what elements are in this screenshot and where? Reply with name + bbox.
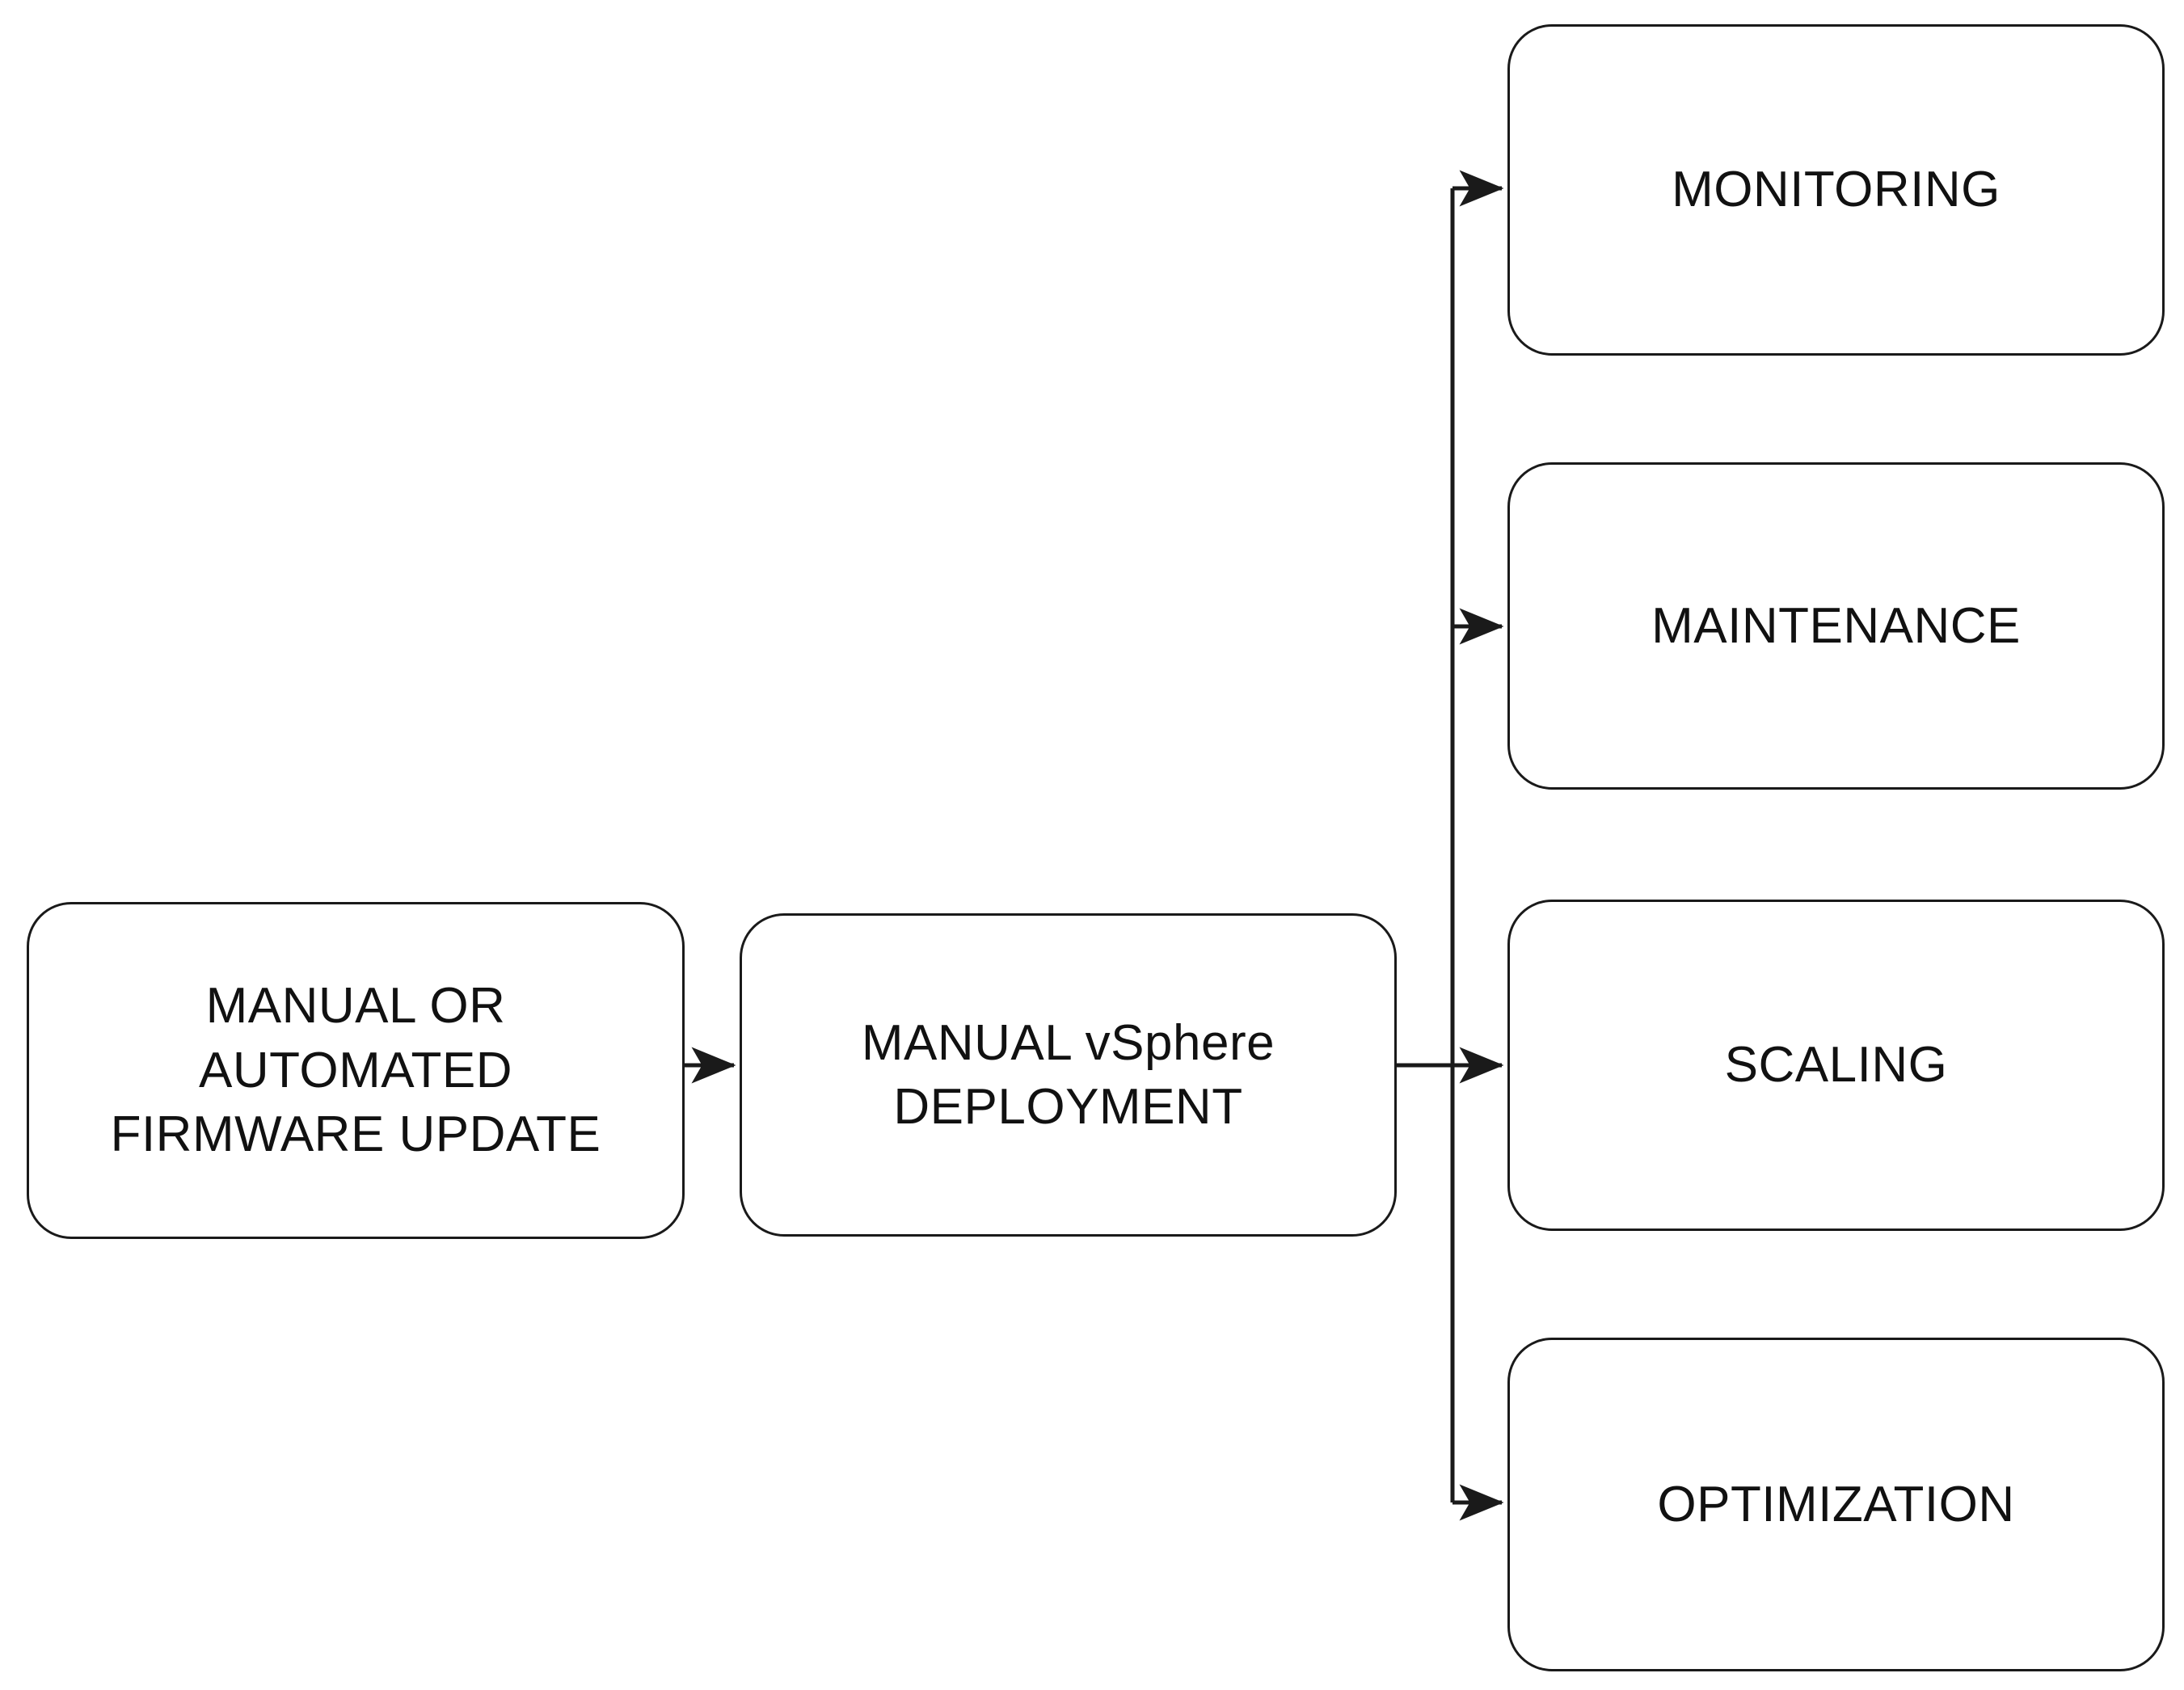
- node-maintenance-label: MAINTENANCE: [1651, 597, 2021, 654]
- node-vsphere-deployment[interactable]: MANUAL vSphere DEPLOYMENT: [740, 913, 1397, 1237]
- node-firmware-update[interactable]: MANUAL OR AUTOMATED FIRMWARE UPDATE: [27, 902, 685, 1239]
- node-maintenance[interactable]: MAINTENANCE: [1507, 462, 2165, 790]
- node-scaling[interactable]: SCALING: [1507, 900, 2165, 1231]
- node-monitoring[interactable]: MONITORING: [1507, 24, 2165, 356]
- node-firmware-update-label: MANUAL OR AUTOMATED FIRMWARE UPDATE: [110, 978, 601, 1163]
- node-optimization[interactable]: OPTIMIZATION: [1507, 1338, 2165, 1671]
- node-vsphere-deployment-label: MANUAL vSphere DEPLOYMENT: [861, 1014, 1275, 1135]
- node-monitoring-label: MONITORING: [1672, 162, 2001, 218]
- node-optimization-label: OPTIMIZATION: [1657, 1476, 2015, 1532]
- node-scaling-label: SCALING: [1724, 1037, 1948, 1094]
